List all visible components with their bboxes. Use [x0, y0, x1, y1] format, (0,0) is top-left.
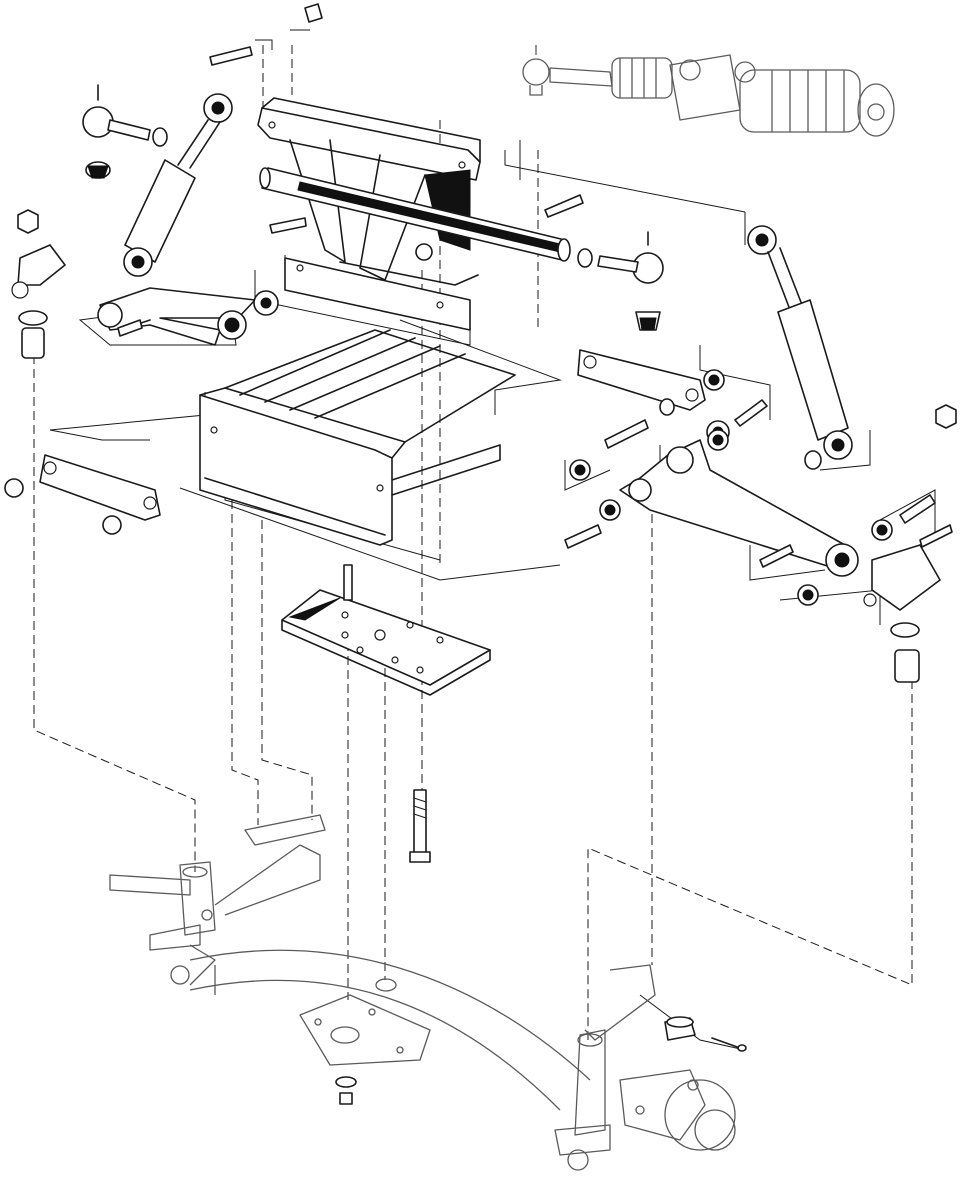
cotter-pin [711, 1037, 747, 1052]
right-tie-rod-end [577, 231, 664, 331]
bushings [415, 243, 893, 606]
left-spindle [109, 814, 326, 986]
long-bolt [409, 789, 431, 863]
mounting-bracket [199, 257, 516, 546]
left-tie-rod-end [82, 84, 168, 179]
front-axle-beam [189, 949, 591, 1111]
hardware-bolts [117, 46, 953, 568]
mounting-plate [281, 564, 491, 696]
right-spindle-hub [554, 964, 736, 1171]
washers-and-nuts [11, 3, 957, 1105]
left-idler-link [4, 454, 161, 535]
steering-rack-assembly [522, 45, 895, 137]
castle-nut [664, 1016, 696, 1041]
right-shock-absorber [747, 225, 853, 470]
right-idler-link [577, 349, 725, 416]
left-shock-absorber [123, 93, 233, 277]
crossmember-tube [259, 167, 571, 262]
right-upper-a-arm [619, 420, 859, 577]
left-upper-a-arm [97, 287, 279, 346]
